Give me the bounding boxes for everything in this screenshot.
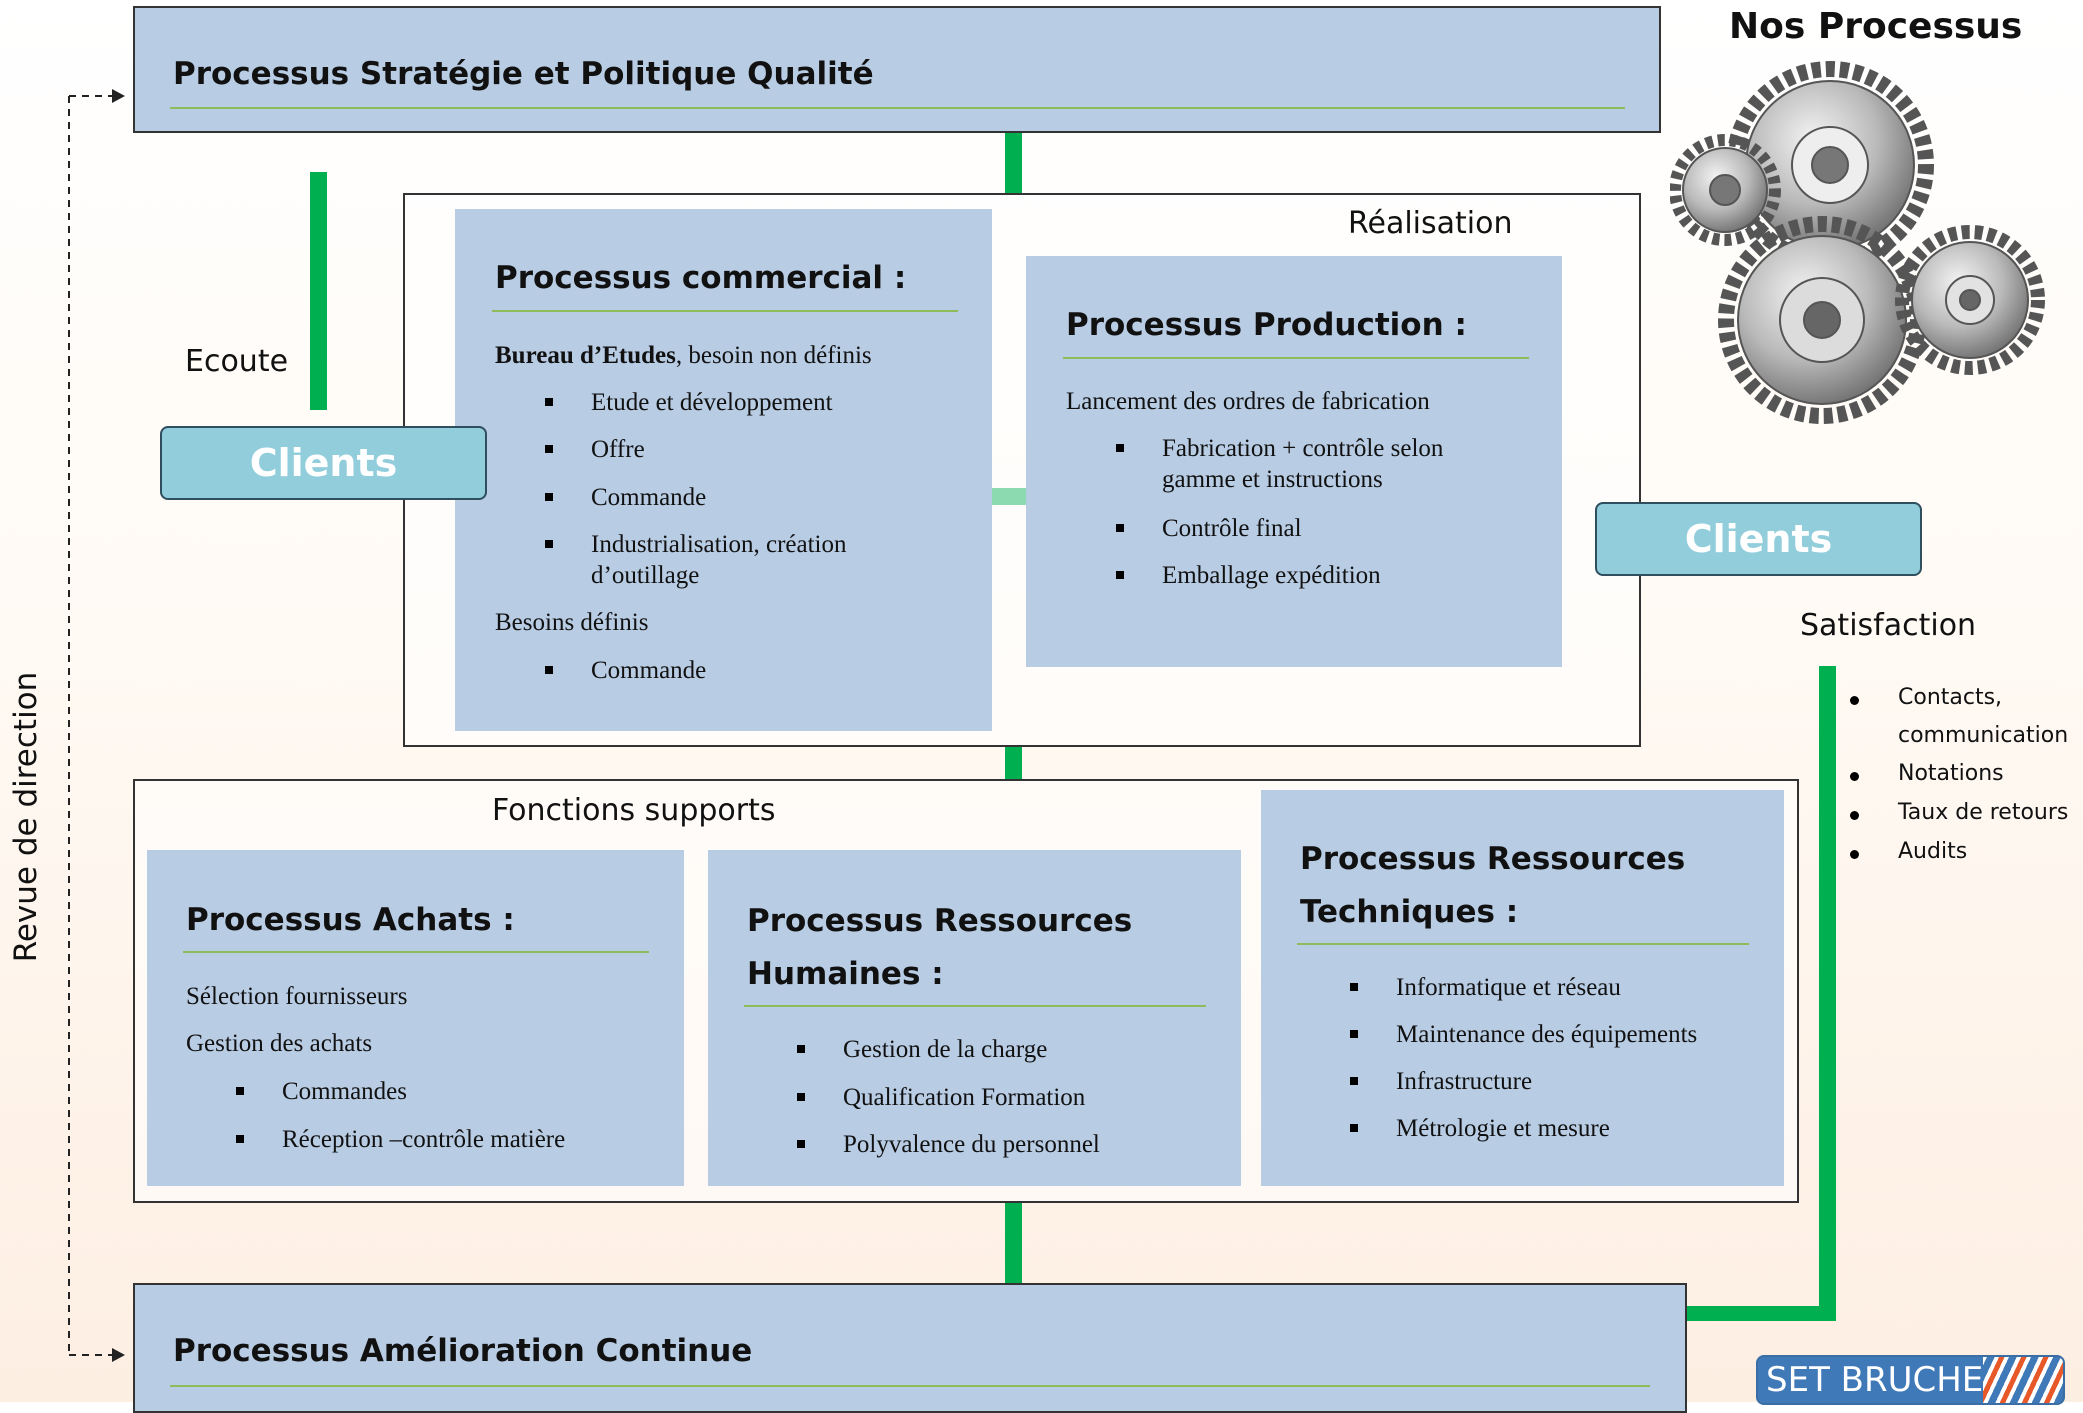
commercial-item: Etude et développement — [591, 389, 833, 416]
satisfaction-item: Taux de retours — [1898, 800, 2069, 825]
tech-title-line-2: Techniques : — [1300, 894, 1519, 930]
besoins-item: Commande — [591, 657, 707, 684]
bullet-icon — [236, 1135, 244, 1143]
set-bruche-logo: SET BRUCHE — [1756, 1355, 2065, 1405]
fonctions-supports-label: Fonctions supports — [492, 793, 776, 828]
production-item-continued: gamme et instructions — [1162, 466, 1383, 493]
satisfaction-item-continued: communication — [1898, 723, 2069, 748]
tech-title-line-1: Processus Ressources — [1300, 841, 1686, 877]
besoins-definis: Besoins définis — [495, 609, 649, 636]
achats-item: Commandes — [282, 1078, 407, 1105]
amelioration-underline — [170, 1385, 1650, 1387]
production-item: Fabrication + contrôle selon — [1162, 435, 1444, 462]
bullet-icon — [797, 1140, 805, 1148]
rh-title-line-2: Humaines : — [747, 956, 944, 992]
satisfaction-item: Contacts, — [1898, 685, 2003, 710]
bullet-icon — [1850, 696, 1859, 705]
production-intro: Lancement des ordres de fabrication — [1066, 388, 1430, 415]
bullet-icon — [545, 493, 553, 501]
bullet-icon — [1116, 524, 1124, 532]
connector-realisation-supports — [1005, 746, 1022, 780]
bullet-icon — [1350, 1077, 1358, 1085]
tech-item: Infrastructure — [1396, 1068, 1533, 1095]
processus-production-box — [1026, 256, 1562, 667]
connector-satisfaction-vertical — [1819, 666, 1836, 1320]
realisation-label: Réalisation — [1348, 206, 1513, 241]
bullet-icon — [1850, 811, 1859, 820]
strategie-title: Processus Stratégie et Politique Qualité — [173, 56, 874, 92]
production-underline — [1063, 357, 1529, 359]
bullet-icon — [1850, 850, 1859, 859]
satisfaction-item: Notations — [1898, 761, 2004, 786]
satisfaction-label: Satisfaction — [1800, 608, 1977, 643]
tech-item: Maintenance des équipements — [1396, 1021, 1698, 1048]
tech-item: Métrologie et mesure — [1396, 1115, 1610, 1142]
page-title: Nos Processus — [1729, 6, 2023, 47]
revue-dashed-connector — [68, 89, 125, 1362]
rh-title-line-1: Processus Ressources — [747, 903, 1133, 939]
gears-icon — [1670, 61, 2045, 424]
processus-rh-box — [708, 850, 1241, 1186]
logo-stripes-icon — [1983, 1357, 2063, 1403]
achats-line: Gestion des achats — [186, 1030, 373, 1057]
commercial-item: Offre — [591, 436, 645, 463]
commercial-title: Processus commercial : — [495, 260, 907, 296]
bullet-icon — [545, 540, 553, 548]
bullet-icon — [236, 1087, 244, 1095]
bureau-etudes-detail: , besoin non définis — [675, 342, 872, 369]
ecoute-label: Ecoute — [185, 344, 289, 379]
connector-satisfaction-horizontal — [1662, 1306, 1836, 1321]
bullet-icon — [545, 666, 553, 674]
arrow-right-icon — [112, 1348, 125, 1362]
bureau-etudes: Bureau d’Etudes — [495, 342, 676, 369]
tech-underline — [1297, 943, 1749, 945]
bullet-icon — [1116, 571, 1124, 579]
processus-commercial-box — [455, 209, 992, 731]
rh-item: Qualification Formation — [843, 1084, 1086, 1111]
processus-techniques-box — [1261, 790, 1784, 1186]
bullet-icon — [1350, 1124, 1358, 1132]
satisfaction-item: Audits — [1898, 839, 1968, 864]
achats-item: Réception –contrôle matière — [282, 1126, 566, 1153]
bullet-icon — [545, 445, 553, 453]
processus-strategie-box — [133, 6, 1661, 133]
connector-strategie-realisation — [1005, 132, 1022, 194]
strategie-underline — [170, 107, 1625, 109]
rh-underline — [744, 1005, 1206, 1007]
processus-amelioration-box — [133, 1283, 1687, 1413]
processus-achats-box — [147, 850, 684, 1186]
bullet-icon — [797, 1093, 805, 1101]
commercial-item: Industrialisation, création — [591, 531, 847, 558]
clients-box-left: Clients — [160, 426, 487, 500]
connector-supports-amelioration — [1005, 1202, 1022, 1284]
production-item: Contrôle final — [1162, 515, 1302, 542]
achats-underline — [183, 951, 649, 953]
rh-item: Gestion de la charge — [843, 1036, 1048, 1063]
bullet-icon — [1350, 1030, 1358, 1038]
bullet-icon — [545, 398, 553, 406]
amelioration-title: Processus Amélioration Continue — [173, 1333, 753, 1369]
commercial-item-continued: d’outillage — [591, 562, 700, 589]
production-title: Processus Production : — [1066, 307, 1467, 343]
commercial-bureau-line: Bureau d’Etudes, besoin non définis — [495, 342, 872, 370]
production-item: Emballage expédition — [1162, 562, 1381, 589]
logo-text: SET BRUCHE — [1766, 1360, 1984, 1400]
connector-ecoute — [310, 172, 327, 410]
achats-title: Processus Achats : — [186, 902, 515, 938]
bullet-icon — [797, 1045, 805, 1053]
achats-line: Sélection fournisseurs — [186, 983, 408, 1010]
tech-item: Informatique et réseau — [1396, 974, 1621, 1001]
bullet-icon — [1116, 444, 1124, 452]
commercial-item: Commande — [591, 484, 707, 511]
bullet-icon — [1350, 983, 1358, 991]
clients-box-right: Clients — [1595, 502, 1922, 576]
arrow-right-icon — [112, 89, 125, 103]
rh-item: Polyvalence du personnel — [843, 1131, 1100, 1158]
commercial-underline — [492, 310, 958, 312]
bullet-icon — [1850, 772, 1859, 781]
